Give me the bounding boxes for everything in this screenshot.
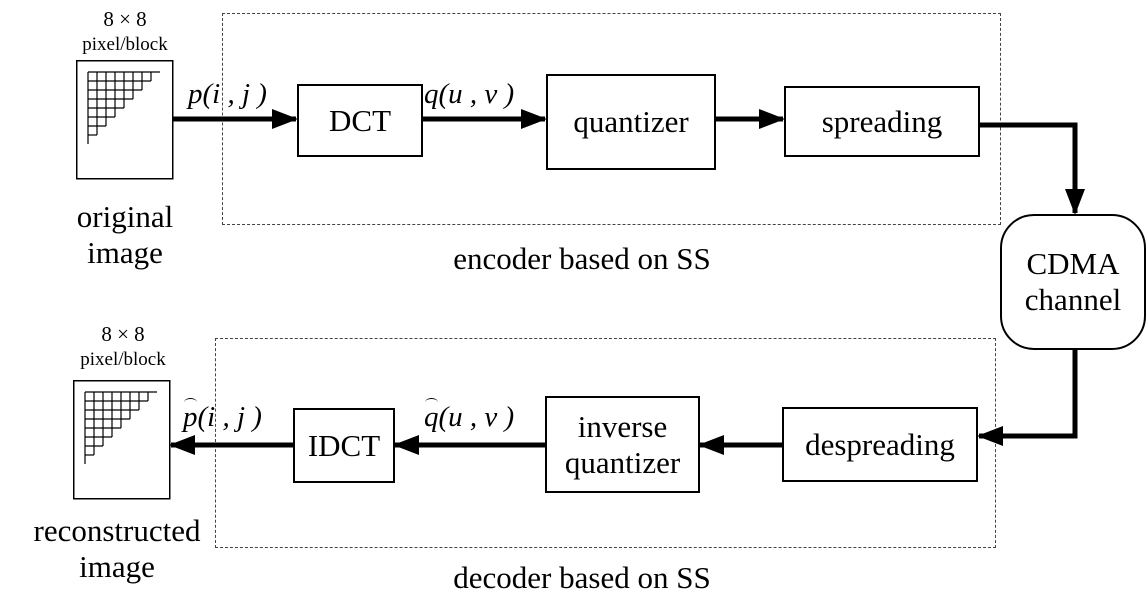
cdma-channel-block: CDMA channel [1000, 214, 1146, 350]
signal-p-hat-func: p [183, 398, 198, 433]
encoder-group-label: encoder based on SS [453, 241, 711, 276]
arrow-channel-to-despreading [977, 349, 1078, 446]
signal-q-hat-args: (u , v ) [438, 401, 515, 433]
original-unit: pixel/block [82, 34, 168, 55]
original-label: original image [45, 199, 205, 270]
despreading-block: despreading [782, 407, 978, 482]
dct-label: DCT [329, 102, 391, 138]
arrow-spreading-to-channel [979, 122, 1085, 215]
idct-block: IDCT [293, 408, 395, 483]
reconstructed-unit: pixel/block [80, 349, 166, 370]
reconstructed-block-size: 8 × 8 [101, 322, 145, 346]
inverse-quantizer-line2: quantizer [564, 444, 681, 480]
original-block-grid [76, 60, 174, 180]
original-label-line1: original [76, 199, 174, 234]
original-block-size: 8 × 8 [103, 7, 147, 31]
reconstructed-label-line1: reconstructed [33, 513, 201, 548]
quantizer-block: quantizer [546, 74, 716, 170]
reconstructed-label-line2: image [79, 548, 155, 584]
inverse-quantizer-line1: inverse [577, 408, 668, 444]
inverse-quantizer-block: inverse quantizer [545, 396, 700, 493]
channel-label-line2: channel [1024, 282, 1122, 317]
reconstructed-label: reconstructed image [2, 513, 232, 584]
dct-block: DCT [297, 84, 423, 157]
despreading-label: despreading [805, 426, 955, 462]
original-label-line2: image [87, 234, 163, 270]
idct-label: IDCT [307, 427, 381, 463]
signal-q-uv: q(u , v ) [424, 78, 515, 110]
spreading-block: spreading [784, 86, 980, 157]
signal-q-hat-func: q [424, 398, 439, 433]
signal-p-ij: p(i , j ) [188, 78, 267, 110]
spreading-label: spreading [821, 103, 943, 139]
signal-p-hat-args: (i , j ) [197, 401, 262, 433]
reconstructed-block-grid [73, 380, 171, 500]
decoder-group-label: decoder based on SS [453, 560, 711, 595]
channel-label-line1: CDMA [1026, 246, 1120, 282]
signal-p-hat-ij: p(i , j ) [183, 398, 262, 434]
quantizer-label: quantizer [573, 104, 689, 140]
signal-q-hat-uv: q(u , v ) [424, 398, 515, 434]
